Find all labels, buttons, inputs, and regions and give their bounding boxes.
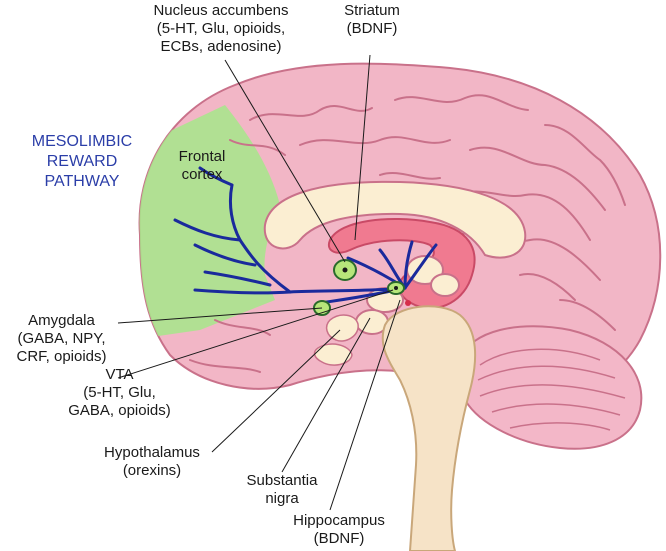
- amygdala-line-2: (GABA, NPY,: [17, 330, 106, 347]
- title-line-3: PATHWAY: [44, 173, 120, 190]
- amygdala-line-1: Amygdala: [28, 312, 95, 329]
- hypothalamus-line-1: Hypothalamus: [104, 444, 200, 461]
- limbic-structures: [313, 314, 359, 366]
- hypothalamus-line-2: (orexins): [122, 462, 182, 479]
- cerebellum-folia: [477, 348, 626, 431]
- frontal-cortex-label: Frontal cortex: [162, 148, 242, 184]
- hippocampus-label: Hippocampus (BDNF): [284, 512, 394, 548]
- hippocampus-line-2: (BDNF): [313, 530, 365, 547]
- vta-label: VTA (5-HT, Glu, GABA, opioids): [62, 366, 177, 420]
- striatum-line-1: Striatum: [344, 2, 400, 19]
- mesolimbic-title: MESOLIMBIC REWARD PATHWAY: [22, 132, 142, 192]
- title-line-1: MESOLIMBIC: [31, 133, 133, 150]
- vta-marker: [387, 281, 405, 295]
- nucleus-accumbens-line-2: (5-HT, Glu, opioids,: [156, 20, 286, 37]
- frontal-cortex-line-1: Frontal: [178, 148, 226, 165]
- frontal-cortex-region: [139, 105, 280, 340]
- hypothalamus-label: Hypothalamus (orexins): [92, 444, 212, 480]
- title-line-2: REWARD: [46, 153, 118, 170]
- amygdala-line-3: CRF, opioids): [16, 348, 107, 365]
- amygdala-label: Amygdala (GABA, NPY, CRF, opioids): [4, 312, 119, 366]
- nucleus-accumbens-line-3: ECBs, adenosine): [160, 38, 282, 55]
- substantia-nigra-label: Substantia nigra: [232, 472, 332, 508]
- vta-line-1: VTA: [105, 366, 134, 383]
- vta-line-2: (5-HT, Glu,: [83, 384, 156, 401]
- substantia-nigra-line-1: Substantia: [246, 472, 318, 489]
- striatum-label: Striatum (BDNF): [332, 2, 412, 38]
- substantia-nigra-line-2: nigra: [265, 490, 299, 507]
- leader-lines: [117, 54, 401, 511]
- vta-line-3: GABA, opioids): [68, 402, 171, 419]
- nucleus-accumbens-label: Nucleus accumbens (5-HT, Glu, opioids, E…: [126, 2, 316, 56]
- frontal-cortex-line-2: cortex: [181, 166, 223, 183]
- striatum-line-2: (BDNF): [346, 20, 398, 37]
- brainstem: [381, 305, 477, 551]
- sulci-lines: [189, 94, 626, 373]
- nucleus-accumbens-line-1: Nucleus accumbens: [153, 2, 289, 19]
- hippocampus-dot: [405, 300, 411, 306]
- hippocampus-line-1: Hippocampus: [293, 512, 385, 529]
- corpus-callosum: [263, 180, 527, 259]
- nucleus-accumbens-marker: [333, 259, 357, 281]
